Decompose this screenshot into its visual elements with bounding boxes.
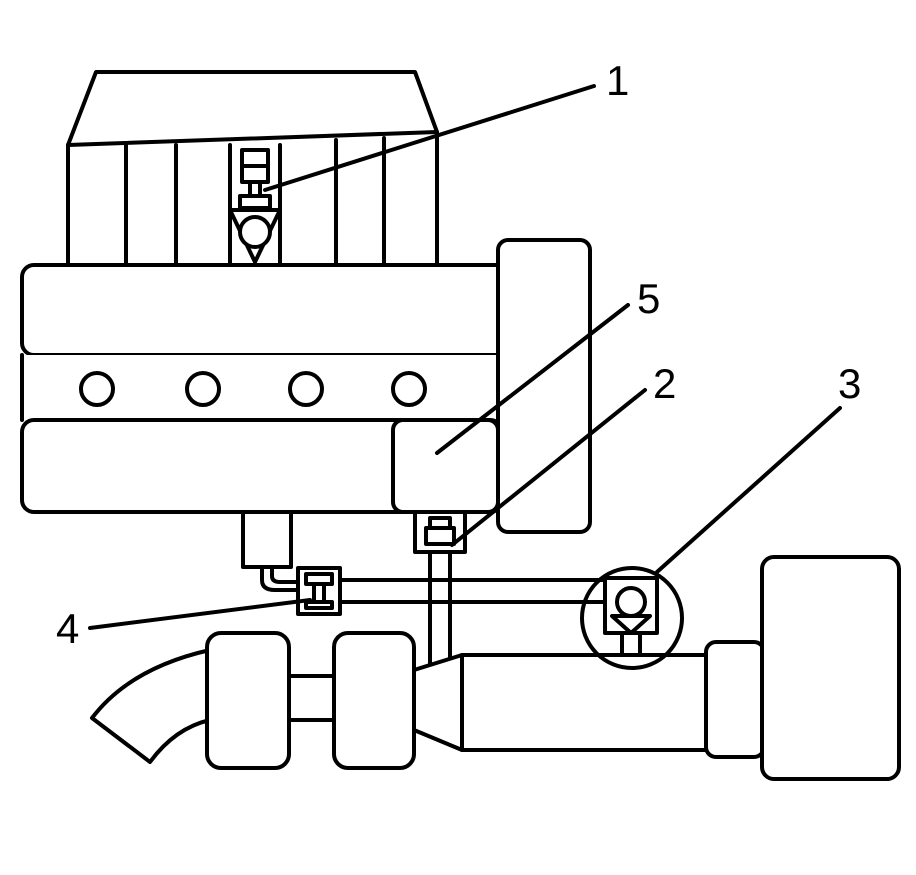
connecting-pipes xyxy=(338,578,607,604)
sensor-3 xyxy=(580,566,684,670)
side-cover xyxy=(496,238,592,534)
oil-pan xyxy=(241,510,302,592)
leader-line-4 xyxy=(88,598,312,630)
sensor-1 xyxy=(228,143,282,267)
callout-2: 2 xyxy=(653,360,676,407)
sensor-2 xyxy=(413,510,467,672)
leader-line-1 xyxy=(263,84,596,192)
leader-line-3 xyxy=(655,406,842,574)
leader-lines xyxy=(88,84,842,630)
callout-labels: 1 5 2 3 4 xyxy=(56,57,861,652)
callout-4: 4 xyxy=(56,605,79,652)
component-5 xyxy=(391,418,500,514)
exhaust-assembly xyxy=(90,555,901,781)
leader-line-2 xyxy=(450,388,647,547)
callout-3: 3 xyxy=(838,360,861,407)
sensor-4 xyxy=(296,566,342,616)
engine-block xyxy=(20,263,514,514)
callout-1: 1 xyxy=(606,57,629,104)
leader-line-5 xyxy=(435,303,630,455)
callout-5: 5 xyxy=(637,275,660,322)
